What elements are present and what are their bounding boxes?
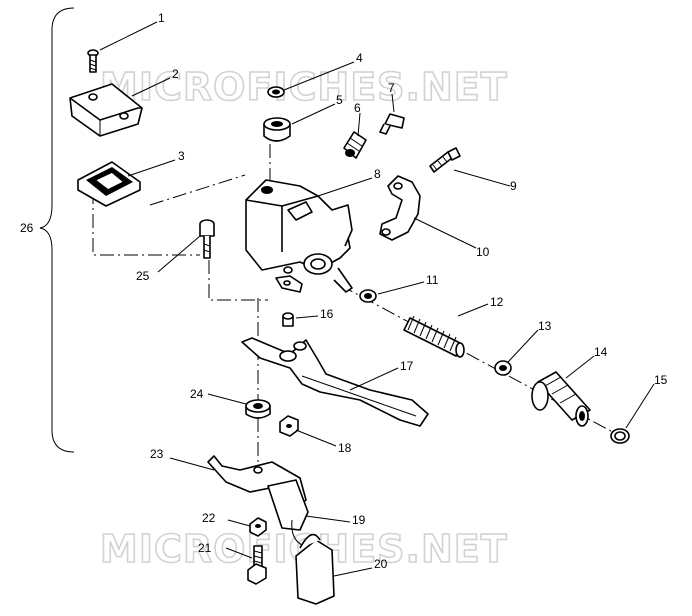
- washer-icon: [267, 86, 285, 98]
- callout-6: 6: [354, 101, 361, 115]
- callout-18: 18: [338, 441, 352, 455]
- leader-lines: [99, 21, 655, 577]
- pin-icon: [282, 312, 294, 327]
- callout-23: 23: [150, 447, 164, 461]
- spring-icon: [403, 315, 465, 358]
- watermark-bottom: MICROFICHES.NET: [100, 527, 508, 571]
- piston-icon: [531, 371, 591, 427]
- lock-nut-icon: [249, 517, 267, 537]
- callout-17: 17: [400, 359, 414, 373]
- centerline-cover-diag: [149, 174, 246, 206]
- callout-12: 12: [490, 295, 504, 309]
- callout-21: 21: [198, 541, 212, 555]
- callout-16: 16: [320, 307, 334, 321]
- fitting-icon: [343, 131, 367, 159]
- cup-seal-small-icon: [494, 360, 512, 376]
- callout-20: 20: [374, 557, 388, 571]
- callout-25: 25: [136, 269, 150, 283]
- callout-labels: 1 2 3 4 5 6 7 8 9 10 11 12 13 14 15 16 1…: [136, 11, 668, 571]
- callout-11: 11: [426, 273, 439, 287]
- cup-seal-icon: [359, 289, 377, 303]
- brake-lever-icon: [241, 337, 429, 427]
- clamp-icon: [379, 175, 421, 241]
- callout-10: 10: [476, 245, 490, 259]
- callout-3: 3: [178, 149, 185, 163]
- callout-4: 4: [356, 51, 363, 65]
- callout-2: 2: [172, 67, 179, 81]
- callout-8: 8: [374, 167, 381, 181]
- pivot-bolt-icon: [199, 219, 215, 259]
- bleeder-icon: [379, 113, 405, 135]
- callout-1: 1: [158, 11, 165, 25]
- assembly-brace: [39, 7, 75, 453]
- snap-ring-icon: [610, 428, 630, 444]
- screw-icon: [247, 545, 267, 585]
- callout-5: 5: [336, 93, 343, 107]
- plate-icon: [295, 533, 335, 605]
- master-cylinder-icon: [245, 179, 353, 293]
- clamp-bolt-icon: [429, 147, 461, 173]
- callout-14: 14: [594, 345, 608, 359]
- callout-19: 19: [352, 513, 366, 527]
- callout-22: 22: [202, 511, 216, 525]
- switch-icon: [267, 479, 309, 547]
- watermark-top: MICROFICHES.NET: [100, 65, 508, 109]
- bushing-icon: [263, 117, 291, 142]
- callout-26: 26: [20, 221, 34, 235]
- callout-15: 15: [654, 373, 668, 387]
- callout-24: 24: [190, 387, 204, 401]
- bolt-icon: [87, 49, 99, 73]
- nut-icon: [279, 415, 299, 437]
- diaphragm-icon: [77, 161, 141, 207]
- callout-13: 13: [538, 319, 552, 333]
- bracket-icon: [207, 455, 307, 509]
- callout-9: 9: [510, 179, 517, 193]
- callout-7: 7: [388, 81, 395, 95]
- spacer-icon: [245, 399, 271, 419]
- centerline-lever: [208, 260, 268, 301]
- reservoir-cover-icon: [69, 83, 143, 137]
